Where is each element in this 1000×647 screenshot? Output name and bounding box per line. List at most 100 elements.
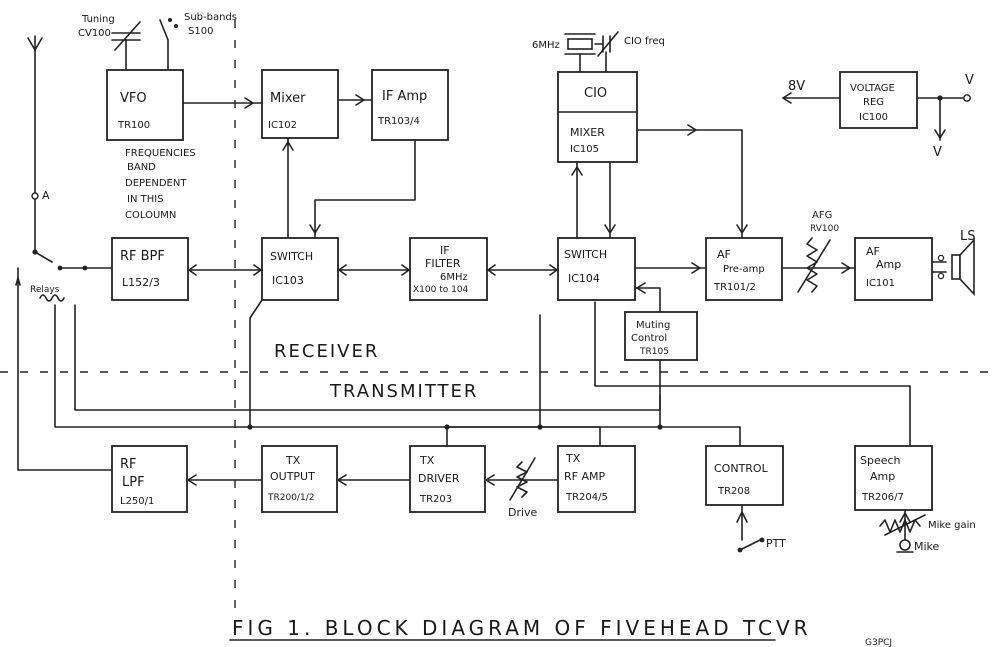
af-preamp-line1: AF	[717, 248, 731, 261]
tx-output-line2: OUTPUT	[270, 470, 315, 483]
mixer-ref: IC102	[268, 120, 297, 131]
tx-driver-line2: DRIVER	[418, 472, 460, 485]
mixer2-ref: IC105	[570, 144, 599, 155]
tuning-ref: CV100	[78, 28, 111, 39]
tx-output-line1: TX	[285, 454, 301, 467]
v8-label: 8V	[788, 79, 805, 94]
block-speech-amp: Speech Amp TR206/7	[854, 445, 933, 511]
signature: G3PCJ	[865, 638, 892, 647]
cio-label: CIO	[584, 86, 607, 101]
subbands-ref: S100	[188, 26, 213, 37]
block-tx-rf-amp: TX RF AMP TR204/5	[557, 445, 636, 513]
speech-amp-line2: Amp	[870, 470, 895, 483]
voltage-terminal-icon	[963, 94, 971, 102]
afg-potentiometer-icon	[797, 237, 831, 293]
subband-switch-icon	[159, 18, 178, 71]
if-amp-ref: TR103/4	[377, 116, 420, 127]
rf-bpf-ref: L152/3	[122, 276, 160, 289]
if-filter-line1: IF	[440, 244, 450, 257]
ptt-switch-icon	[737, 547, 743, 553]
drive-potentiometer-icon	[509, 457, 536, 501]
tx-rf-amp-line2: RF AMP	[564, 470, 605, 483]
transmitter-label: TRANSMITTER	[329, 381, 478, 402]
control-ref: TR208	[717, 486, 750, 497]
muting-ref: TR105	[639, 347, 669, 357]
svg-text:IN THIS: IN THIS	[127, 194, 164, 205]
vreg-ref: IC100	[859, 112, 888, 123]
rf-bpf-label: RF BPF	[120, 249, 165, 264]
block-if-amp: IF Amp TR103/4	[371, 69, 449, 141]
svg-text:COLOUMN: COLOUMN	[125, 210, 176, 221]
block-rf-lpf: RF LPF L250/1	[111, 445, 188, 513]
loudspeaker-icon	[937, 237, 975, 297]
afg-label: AFG	[812, 210, 832, 221]
mixer2-label: MIXER	[570, 126, 605, 139]
tx-output-ref: TR200/1/2	[267, 493, 314, 503]
rf-lpf-ref: L250/1	[120, 496, 154, 507]
v-down-label: V	[933, 145, 942, 160]
vfo-label: VFO	[120, 91, 147, 106]
relay-coil-icon	[39, 294, 65, 302]
block-if-filter: IF FILTER 6MHz X100 to 104	[409, 237, 488, 301]
block-af-amp: AF Amp IC101	[854, 237, 933, 301]
ptt-label: PTT	[766, 537, 786, 550]
ls-label: LS	[960, 229, 976, 244]
switch2-label: SWITCH	[564, 248, 607, 261]
cio-freq-label: CIO freq	[624, 36, 665, 47]
vfo-ref: TR100	[117, 120, 150, 131]
if-filter-line2: FILTER	[425, 257, 461, 270]
switch2-ref: IC104	[568, 272, 600, 285]
speech-amp-ref: TR206/7	[861, 492, 904, 503]
block-rf-bpf: RF BPF L152/3	[111, 237, 189, 301]
relays-label: Relays	[30, 285, 60, 295]
block-control: CONTROL TR208	[705, 445, 784, 506]
vreg-line1: VOLTAGE	[850, 83, 895, 94]
afg-ref: RV100	[810, 224, 839, 234]
mike-icon	[899, 539, 911, 551]
svg-text:FREQUENCIES: FREQUENCIES	[125, 148, 196, 159]
muting-line1: Muting	[636, 320, 670, 331]
block-vfo: VFO TR100	[106, 69, 184, 141]
junction-dots	[32, 95, 943, 430]
block-tx-output: TX OUTPUT TR200/1/2	[261, 445, 338, 513]
tx-rf-amp-line1: TX	[565, 452, 581, 465]
af-amp-line1: AF	[866, 245, 880, 258]
switch1-ref: IC103	[272, 274, 304, 287]
mike-label: Mike	[914, 540, 940, 553]
if-filter-line4: X100 to 104	[413, 285, 469, 295]
af-preamp-line2: Pre-amp	[723, 264, 765, 275]
figure-title: FIG 1. BLOCK DIAGRAM OF FIVEHEAD TCVR	[232, 616, 812, 640]
control-label: CONTROL	[714, 462, 769, 475]
block-tx-driver: TX DRIVER TR203	[409, 445, 486, 513]
block-switch-main: SWITCH IC104	[557, 237, 636, 301]
svg-text:BAND: BAND	[127, 162, 156, 173]
vreg-line2: REG	[863, 97, 884, 108]
subbands-label: Sub-bands	[184, 12, 237, 23]
mike-gain-icon	[879, 514, 926, 536]
mixer-label: Mixer	[270, 91, 306, 106]
frequency-note: FREQUENCIES BAND DEPENDENT IN THIS COLOU…	[125, 148, 196, 221]
rf-lpf-line2: LPF	[122, 475, 145, 490]
if-amp-label: IF Amp	[382, 89, 427, 104]
antenna-icon	[27, 35, 43, 200]
tuning-capacitor-icon	[111, 21, 141, 71]
muting-line2: Control	[631, 333, 667, 344]
switch1-label: SWITCH	[270, 250, 313, 263]
rf-lpf-line1: RF	[120, 457, 137, 472]
if-filter-line3: 6MHz	[440, 272, 468, 283]
mike-gain-label: Mike gain	[928, 520, 976, 531]
block-muting-control: Muting Control TR105	[624, 311, 698, 361]
tx-driver-line1: TX	[419, 454, 435, 467]
receiver-label: RECEIVER	[274, 341, 379, 362]
block-switch-rx: SWITCH IC103	[261, 237, 339, 301]
signal-wires	[15, 49, 966, 551]
af-amp-line2: Amp	[876, 258, 901, 271]
tx-rf-amp-ref: TR204/5	[565, 492, 608, 503]
svg-text:DEPENDENT: DEPENDENT	[125, 178, 187, 189]
block-mixer: Mixer IC102	[261, 69, 339, 139]
af-amp-ref: IC101	[866, 278, 895, 289]
tx-driver-ref: TR203	[419, 494, 452, 505]
crystal-icon	[564, 31, 619, 73]
block-af-preamp: AF Pre-amp TR101/2	[705, 237, 783, 301]
